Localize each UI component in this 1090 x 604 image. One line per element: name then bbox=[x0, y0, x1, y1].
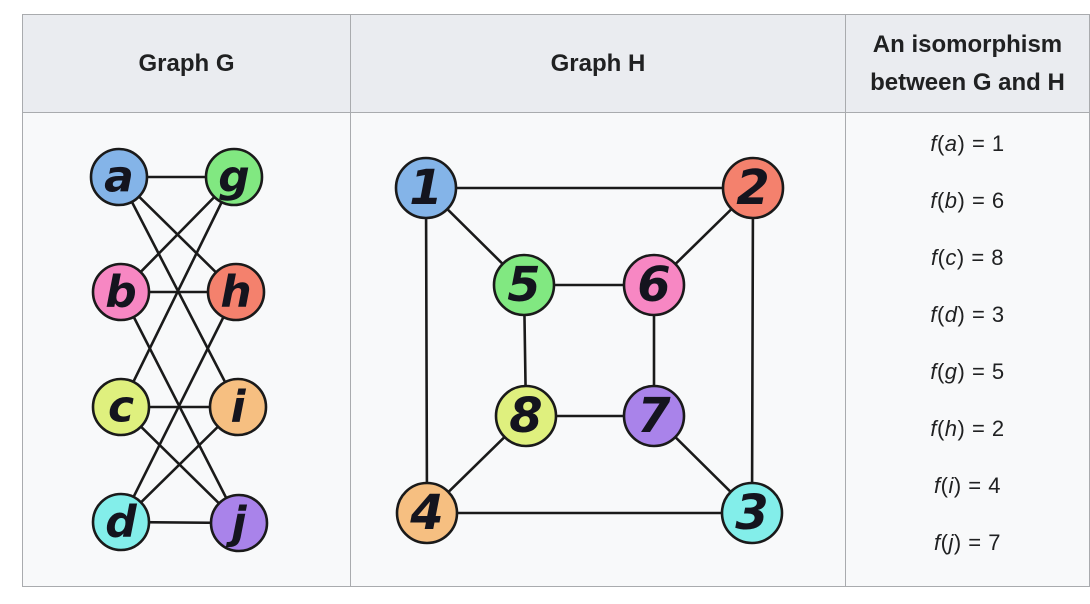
node-label-c: c bbox=[108, 382, 134, 433]
node-1 bbox=[394, 156, 458, 220]
node-label-j: j bbox=[225, 498, 247, 549]
node-g bbox=[204, 147, 264, 207]
header-graph-h: Graph H bbox=[349, 14, 846, 113]
node-label-8: 8 bbox=[509, 388, 542, 444]
node-label-1: 1 bbox=[409, 160, 442, 216]
header-graph-g: Graph G bbox=[22, 14, 351, 113]
edge-c-g bbox=[119, 175, 236, 409]
node-5 bbox=[492, 253, 556, 317]
node-6 bbox=[622, 253, 686, 317]
mapping-row-b: f(b) = 6 bbox=[930, 187, 1005, 213]
node-label-h: h bbox=[220, 267, 251, 318]
graph-h-canvas: 1 2 5 6 8 7 4 3 bbox=[394, 156, 785, 545]
node-a bbox=[89, 147, 149, 207]
node-7 bbox=[622, 384, 686, 448]
node-d bbox=[91, 492, 151, 552]
node-c bbox=[91, 377, 151, 437]
node-2 bbox=[721, 156, 785, 220]
mapping-list: f(a) = 1 f(b) = 6 f(c) = 8 f(d) = 3 f(g) = 5… bbox=[846, 113, 1089, 586]
mapping-row-c: f(c) = 8 bbox=[930, 244, 1005, 270]
isomorphism-table: Graph G Graph H An isomorphism between G… bbox=[22, 14, 1090, 587]
node-label-7: 7 bbox=[637, 388, 671, 444]
node-label-d: d bbox=[105, 497, 137, 548]
node-8 bbox=[494, 384, 558, 448]
node-j bbox=[209, 493, 269, 553]
node-label-i: i bbox=[230, 382, 246, 433]
node-b bbox=[91, 262, 151, 322]
node-4 bbox=[395, 481, 459, 545]
edge-1-4 bbox=[424, 186, 429, 515]
mapping-row-a: f(a) = 1 bbox=[930, 130, 1005, 156]
node-label-2: 2 bbox=[736, 160, 769, 216]
node-label-3: 3 bbox=[735, 485, 768, 541]
graph-g-cell: a g b h c i d j bbox=[22, 112, 351, 587]
isomorphism-cell: f(a) = 1 f(b) = 6 f(c) = 8 f(d) = 3 f(g) = 5… bbox=[844, 112, 1090, 587]
node-label-b: b bbox=[105, 267, 137, 318]
node-label-5: 5 bbox=[507, 257, 540, 313]
node-label-6: 6 bbox=[637, 257, 670, 313]
mapping-row-i: f(i) = 4 bbox=[933, 473, 1001, 499]
node-h bbox=[206, 262, 266, 322]
graph-h-cell: 1 2 5 6 8 7 4 3 bbox=[349, 112, 846, 587]
node-label-4: 4 bbox=[409, 485, 443, 541]
mapping-row-h: f(h) = 2 bbox=[930, 416, 1005, 442]
mapping-row-g: f(g) = 5 bbox=[930, 359, 1005, 385]
mapping-row-j: f(j) = 7 bbox=[933, 530, 1001, 556]
node-3 bbox=[720, 481, 784, 545]
graph-g-canvas: a g b h c i d j bbox=[89, 147, 269, 553]
header-isomorphism: An isomorphism between G and H bbox=[844, 14, 1090, 113]
mapping-row-d: f(d) = 3 bbox=[930, 301, 1005, 327]
table-header-row: Graph G Graph H An isomorphism between G… bbox=[22, 14, 1090, 113]
node-label-g: g bbox=[218, 152, 250, 203]
node-i bbox=[208, 377, 268, 437]
edge-d-h bbox=[119, 290, 238, 524]
edge-2-3 bbox=[750, 186, 755, 515]
node-label-a: a bbox=[104, 152, 134, 203]
